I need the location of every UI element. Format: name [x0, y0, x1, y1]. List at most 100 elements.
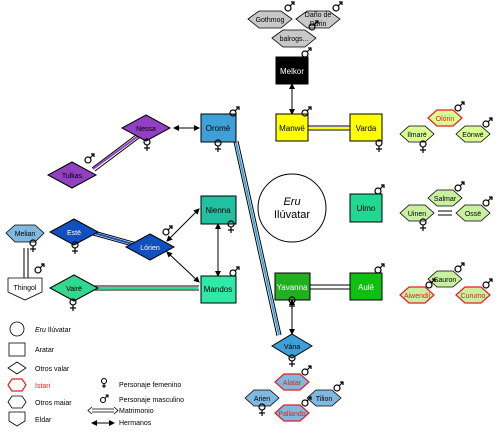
svg-text:Otros valar: Otros valar: [35, 366, 70, 373]
maia-pallando[interactable]: Pallando: [274, 404, 310, 422]
vala-este[interactable]: Estë: [48, 218, 100, 246]
legend-eldar: Eldar: [8, 411, 52, 427]
maia-uinen[interactable]: Uinen: [399, 204, 435, 222]
matrimonio-vaire-mandos: [94, 285, 199, 291]
legend: Eru Ilúvatar Aratar Otros valar Istari O…: [7, 321, 184, 427]
svg-text:Pallando: Pallando: [278, 411, 305, 418]
svg-text:Aulë: Aulë: [358, 283, 375, 292]
maia-gothmog[interactable]: Gothmog: [247, 10, 293, 29]
legend-aratar: Aratar: [8, 342, 55, 357]
male-icon: [425, 278, 436, 289]
svg-text:Eru Ilúvatar: Eru Ilúvatar: [35, 327, 71, 334]
male-icon: [99, 394, 109, 404]
legend-matrimonio: Matrimonio: [87, 406, 154, 415]
svg-text:Daño de: Daño de: [305, 12, 332, 19]
matrimonio-ulmo-maiar: [438, 210, 452, 216]
svg-text:Manwë: Manwë: [279, 124, 305, 133]
male-icon: [301, 365, 312, 376]
matrimonio-orome-vana: [233, 140, 282, 337]
female-icon: [288, 296, 296, 309]
svg-text:Durin: Durin: [310, 21, 327, 28]
vala-yavanna[interactable]: Yavanna: [274, 272, 311, 301]
vala-ulmo[interactable]: Ulmo: [349, 193, 383, 223]
svg-text:Salmar: Salmar: [434, 196, 457, 203]
female-icon: [258, 403, 266, 416]
svg-text:Ulmo: Ulmo: [357, 204, 376, 213]
maia-olorin[interactable]: Olórin: [427, 109, 463, 127]
male-icon: [229, 106, 240, 117]
svg-text:Varda: Varda: [356, 124, 377, 133]
eru-iluvatar: Ilúvatar: [274, 209, 310, 221]
female-icon: [375, 139, 383, 152]
maia-durin[interactable]: Daño de Durin: [295, 10, 341, 29]
maia-melian[interactable]: Melian: [5, 224, 45, 243]
svg-text:Tilion: Tilion: [316, 396, 333, 403]
svg-text:Istari: Istari: [35, 383, 51, 390]
svg-text:Matrimonio: Matrimonio: [119, 408, 154, 415]
legend-otros-valar: Otros valar: [7, 361, 70, 375]
vala-nessa[interactable]: Nessa: [120, 114, 172, 142]
vala-manwe[interactable]: Manwë: [275, 113, 309, 142]
maia-osse[interactable]: Ossë: [455, 204, 491, 222]
vala-varda[interactable]: Varda: [349, 113, 383, 142]
legend-femenino: Personaje femenino: [100, 377, 181, 389]
male-icon: [84, 153, 95, 164]
legend-masculino: Personaje masculino: [99, 394, 184, 404]
hermanos-lorien-mandos: [166, 251, 200, 283]
svg-text:Vairë: Vairë: [66, 286, 82, 293]
elda-thingol[interactable]: Thingol: [7, 277, 43, 301]
vala-aule[interactable]: Aulë: [349, 272, 383, 301]
svg-text:Nienna: Nienna: [205, 206, 231, 215]
male-icon: [229, 266, 240, 277]
vala-vana[interactable]: Vána: [271, 333, 313, 359]
vala-lorien[interactable]: Lórien: [124, 233, 176, 261]
male-icon: [301, 396, 312, 407]
maia-ilmare[interactable]: Ilmarë: [399, 125, 435, 143]
svg-text:Ilmarë: Ilmarë: [407, 132, 427, 139]
female-icon: [214, 139, 222, 152]
maia-aiwendil[interactable]: Aiwendil: [399, 286, 435, 304]
maia-alatar[interactable]: Alatar: [274, 373, 310, 391]
male-icon: [333, 381, 344, 392]
male-icon: [332, 1, 343, 12]
vala-vaire[interactable]: Vairë: [48, 274, 100, 302]
legend-hermanos: Hermanos: [91, 420, 152, 427]
svg-text:Tulkas: Tulkas: [62, 173, 83, 180]
maia-arien[interactable]: Arien: [244, 389, 280, 407]
male-icon: [308, 20, 319, 31]
female-icon: [143, 138, 151, 151]
svg-text:Sauron: Sauron: [434, 277, 457, 284]
female-icon: [288, 354, 296, 367]
svg-text:Curumo: Curumo: [461, 293, 486, 300]
svg-text:Gothmog: Gothmog: [256, 17, 285, 24]
vala-mandos[interactable]: Mandos: [200, 275, 237, 304]
svg-text:Ossë: Ossë: [465, 211, 481, 218]
legend-istari: Istari: [7, 378, 51, 392]
svg-text:Yavanna: Yavanna: [277, 283, 309, 292]
vala-melkor[interactable]: Melkor: [275, 56, 309, 85]
maia-balrogs[interactable]: balrogs...: [271, 29, 317, 48]
male-icon: [482, 196, 493, 207]
male-icon: [162, 225, 173, 236]
female-icon: [227, 220, 235, 233]
svg-text:Otros maiar: Otros maiar: [35, 400, 72, 407]
svg-text:Aratar: Aratar: [35, 347, 55, 354]
svg-text:Alatar: Alatar: [283, 380, 302, 387]
maia-tilion[interactable]: Tilion: [306, 389, 342, 407]
vala-nienna[interactable]: Nienna: [200, 195, 237, 225]
svg-text:Nessa: Nessa: [136, 126, 156, 133]
female-icon: [100, 377, 108, 388]
matrimonio-tulkas-nessa: [91, 131, 144, 172]
maia-curumo[interactable]: Curumo: [455, 286, 491, 304]
svg-text:Vána: Vána: [284, 344, 300, 351]
vala-orome[interactable]: Oromë: [200, 113, 237, 143]
hermanos-lorien-nienna: [166, 208, 200, 242]
svg-text:balrogs...: balrogs...: [280, 36, 309, 43]
svg-text:Estë: Estë: [67, 230, 81, 237]
female-icon: [419, 218, 427, 231]
maia-salmar[interactable]: Salmar: [427, 189, 463, 207]
maia-eonwe[interactable]: Eönwë: [455, 125, 491, 143]
maia-sauron[interactable]: Sauron: [427, 270, 463, 288]
eru-name: Eru: [283, 196, 300, 208]
vala-tulkas[interactable]: Tulkas: [46, 161, 98, 189]
